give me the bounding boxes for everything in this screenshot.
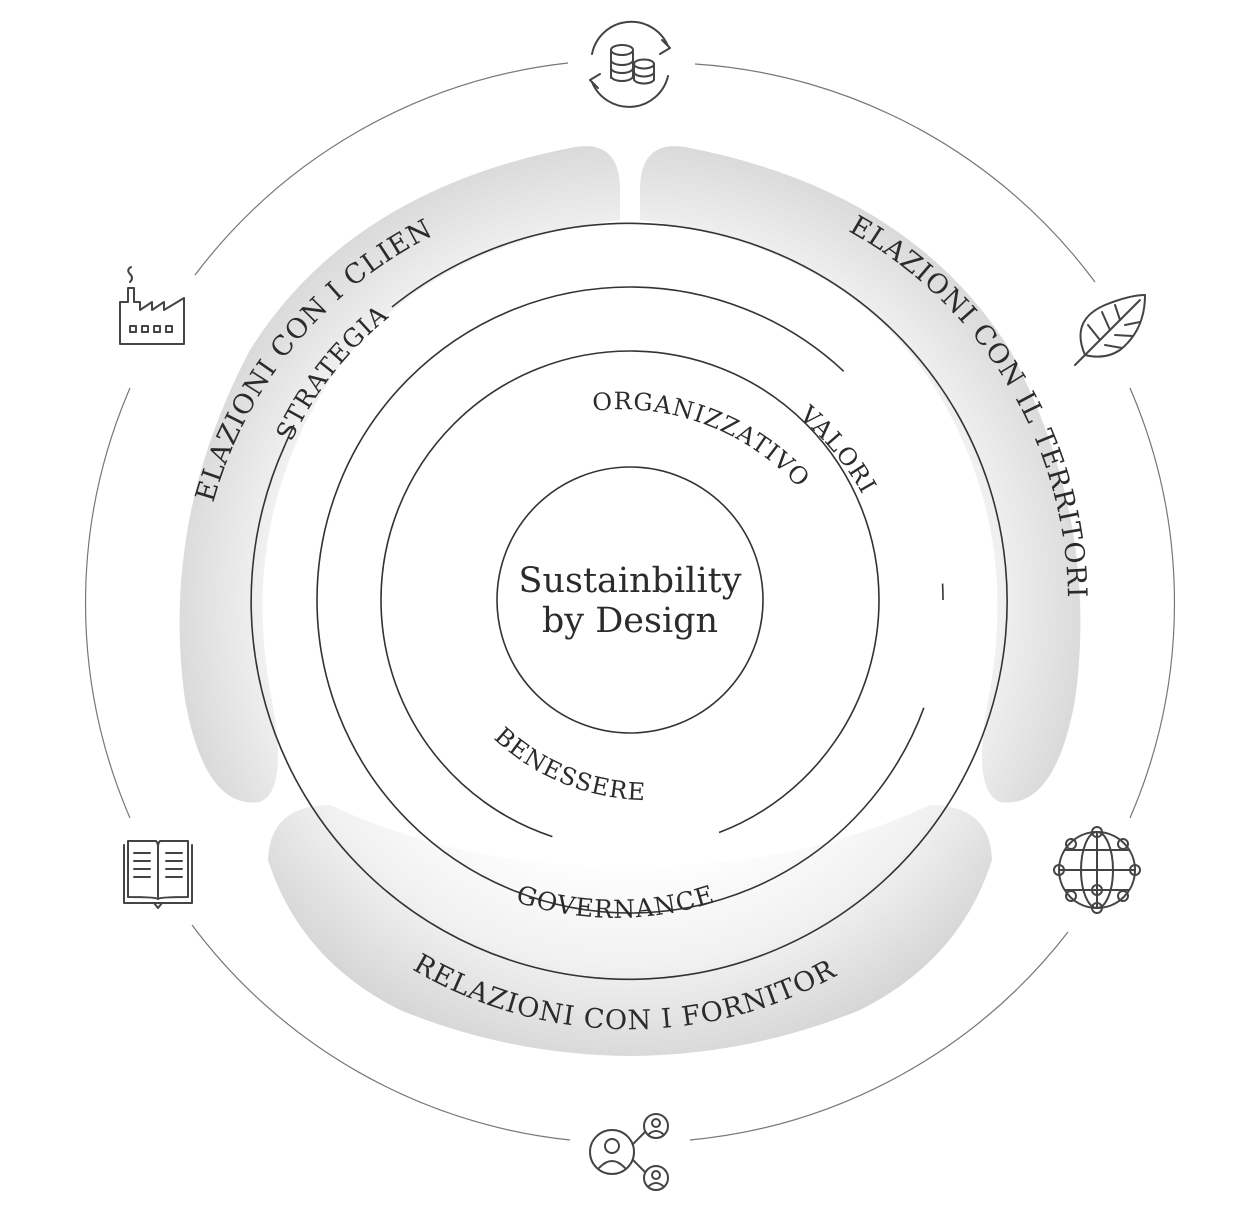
label-valori: VALORI: [794, 400, 882, 499]
petal-clienti: [179, 146, 620, 803]
ring-strategia-top: [284, 424, 295, 446]
rings: [250, 222, 1008, 981]
center-title-line1: Sustainbility: [519, 561, 742, 601]
petal-fornitori: [268, 805, 992, 1056]
ring-governance: [316, 286, 944, 914]
label-benessere: BENESSERE: [489, 722, 647, 807]
label-relazioni-clienti: RELAZIONI CON I CLIENTI: [0, 0, 438, 505]
ring-valori: [380, 350, 880, 850]
leaf-icon: [1074, 294, 1146, 366]
globe-network-icon: [1053, 826, 1141, 914]
factory-icon: [119, 266, 185, 345]
ring-strategia: [250, 222, 1008, 981]
outer-orbit: [85, 62, 1175, 1141]
petal-territorio: [640, 146, 1081, 803]
open-book-icon: [123, 840, 193, 909]
petals: [179, 146, 1081, 1056]
center-title-line2: by Design: [542, 601, 718, 641]
people-network-icon: [589, 1113, 669, 1191]
coins-cycle-icon: [589, 20, 671, 108]
ring-core: [496, 466, 764, 734]
